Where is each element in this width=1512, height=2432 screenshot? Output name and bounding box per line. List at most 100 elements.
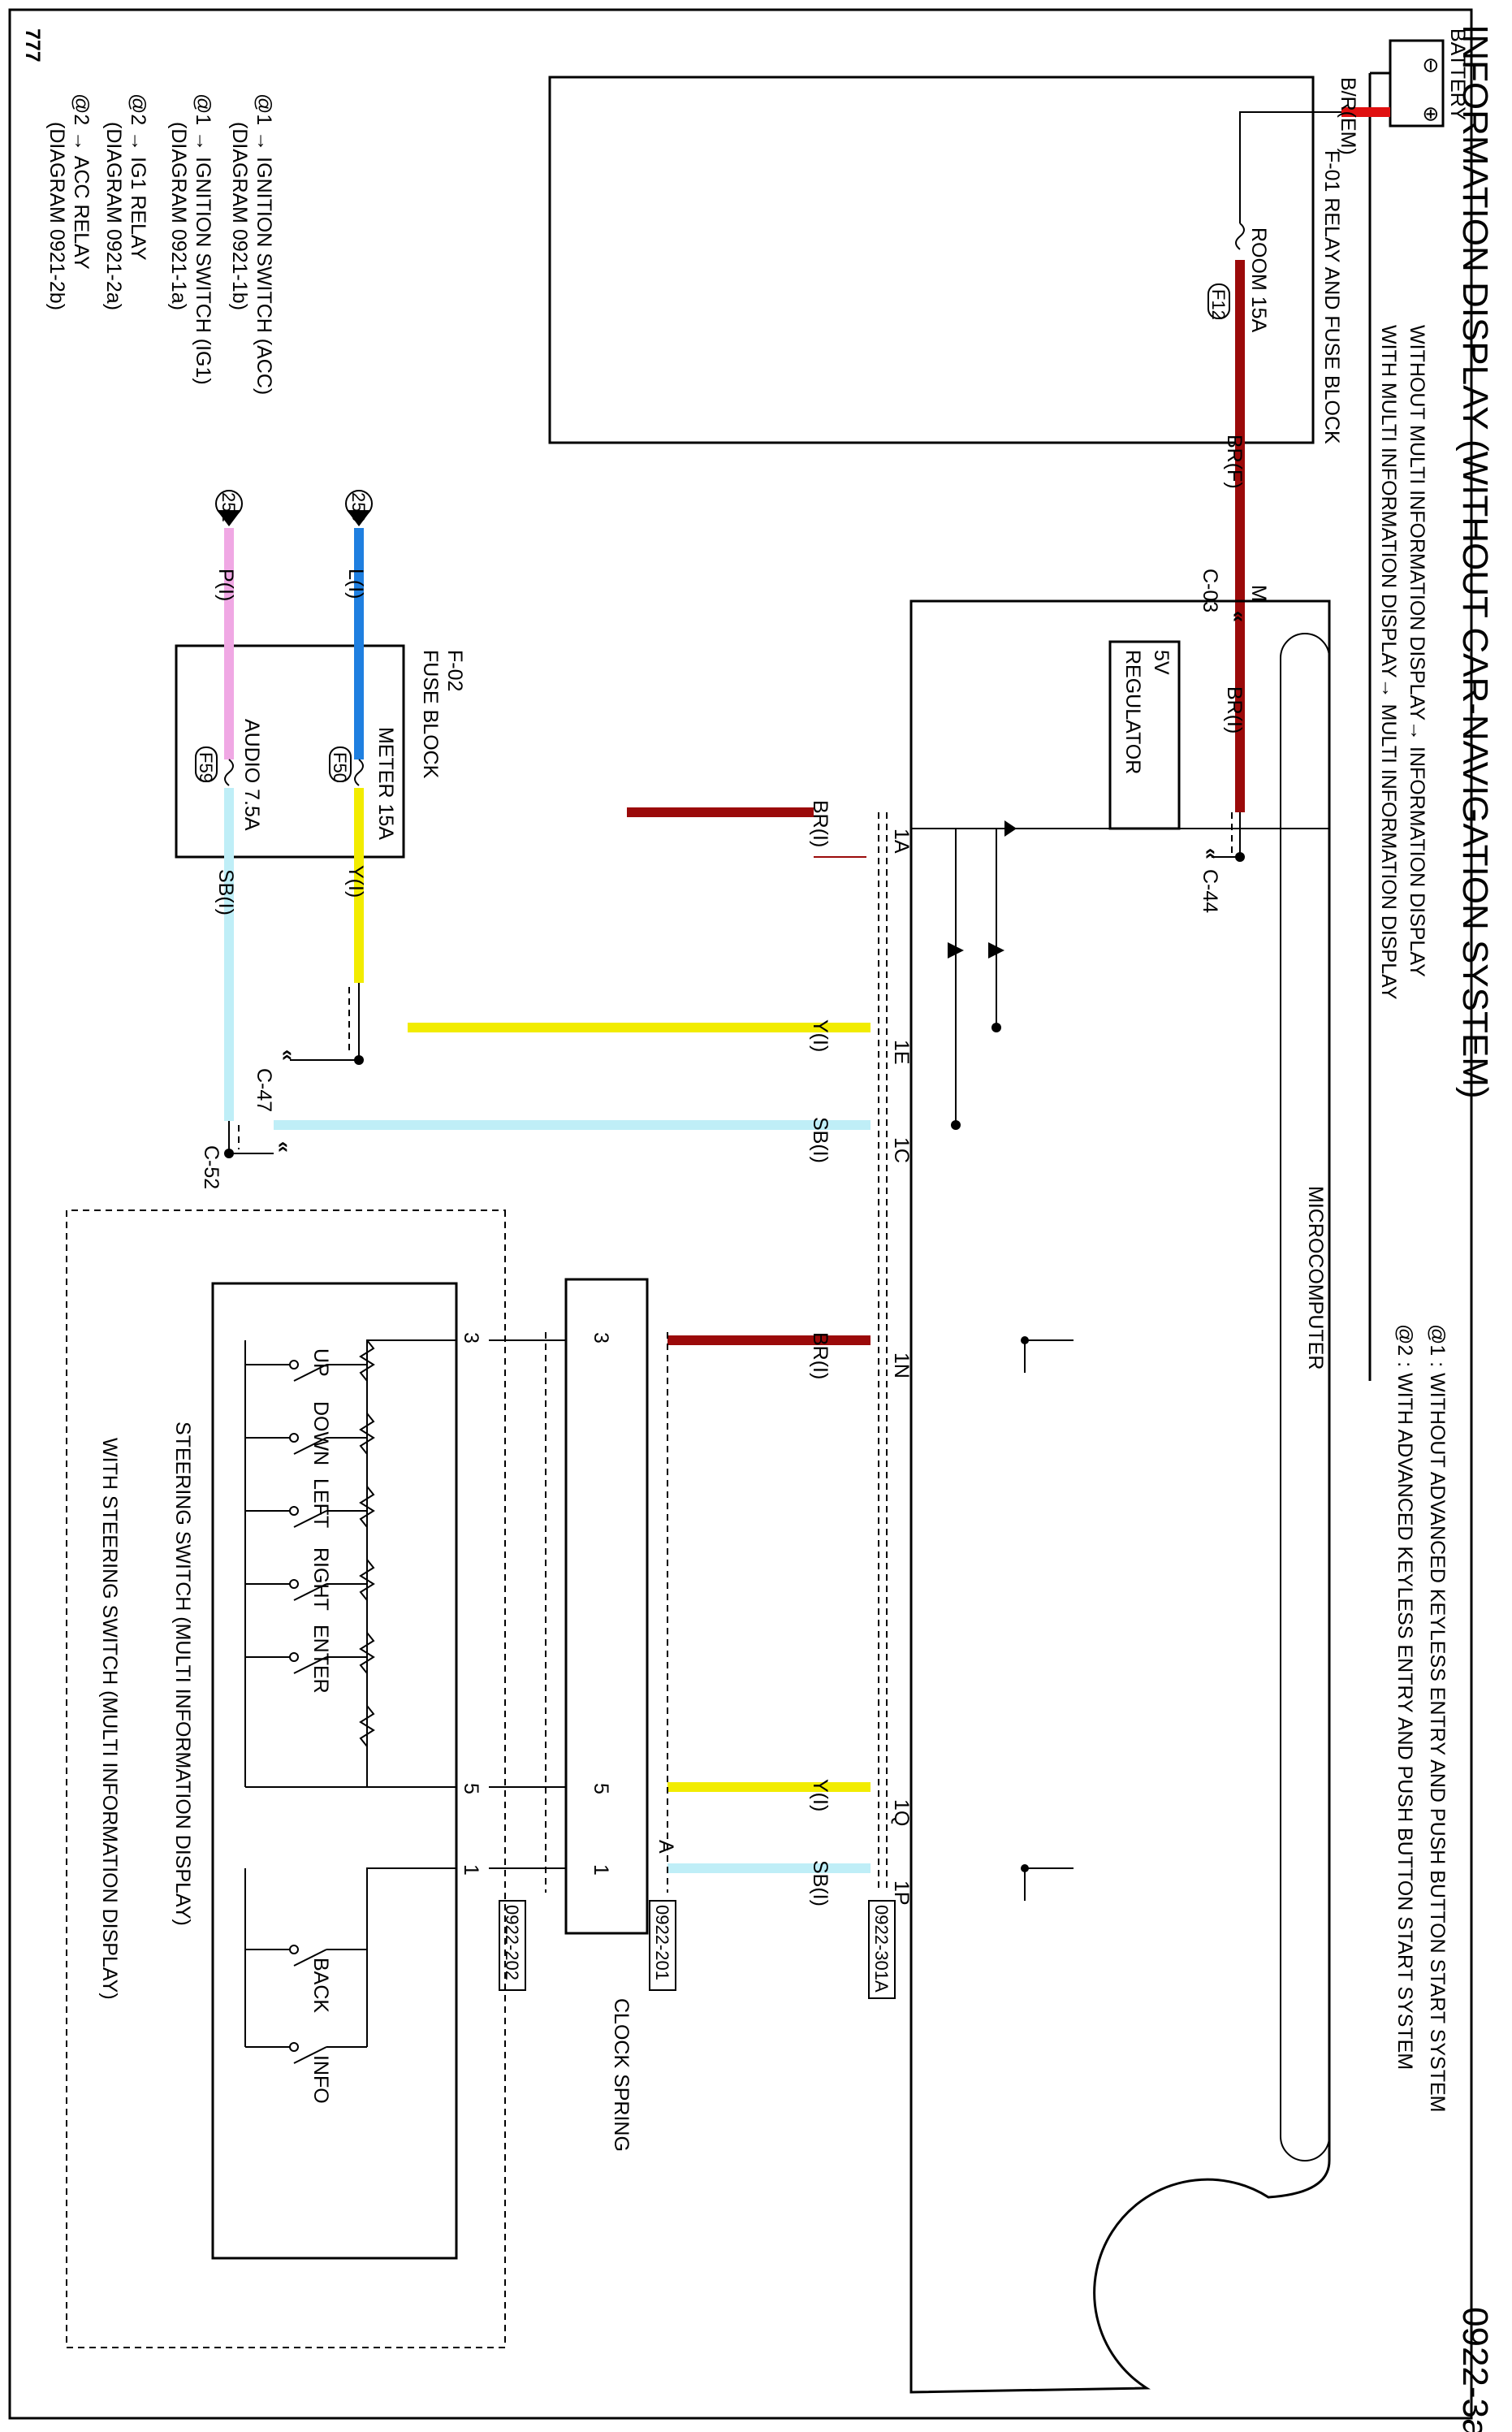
c52-label: C-52 bbox=[200, 1145, 222, 1189]
svg-text:UP: UP bbox=[309, 1348, 332, 1377]
ref-2-line1: @2 → IG1 RELAY bbox=[127, 93, 149, 261]
switch-down: DOWN bbox=[245, 1401, 367, 1465]
room-fuse-symbol bbox=[1235, 223, 1245, 250]
steering-connector-tag bbox=[499, 1900, 526, 1991]
pin-1n: 1N bbox=[890, 1352, 913, 1378]
svg-text:DOWN: DOWN bbox=[309, 1401, 332, 1465]
switch-back: BACK bbox=[245, 1945, 367, 2013]
diode-2 bbox=[988, 942, 1004, 959]
svg-text:SB(I): SB(I) bbox=[809, 1860, 832, 1906]
svg-text:INFO: INFO bbox=[309, 2055, 332, 2104]
ref-4-line1: @2 → ACC RELAY bbox=[70, 93, 93, 270]
switch-left: LEFT bbox=[245, 1478, 367, 1528]
svg-text:«: « bbox=[273, 1141, 296, 1153]
clock-pin-5: 5 bbox=[590, 1783, 612, 1794]
svg-text:Y(I): Y(I) bbox=[809, 1019, 832, 1052]
legend-2: @2 : WITH ADVANCED KEYLESS ENTRY AND PUS… bbox=[1393, 1324, 1416, 2070]
relay-fuse-block bbox=[548, 76, 1315, 444]
fuse-block-label-1: F-02 bbox=[443, 650, 466, 691]
fuse-block-f02 bbox=[175, 644, 405, 859]
svg-text:SB(I): SB(I) bbox=[809, 1117, 832, 1163]
battery-symbol bbox=[1389, 39, 1445, 128]
display-connector-tag bbox=[868, 1900, 896, 1999]
meter-fuse-symbol bbox=[354, 759, 364, 786]
pin-1e: 1E bbox=[890, 1040, 913, 1065]
steering-pin-5: 5 bbox=[460, 1783, 482, 1794]
ref-3-line1: @1 → IGNITION SWITCH (ACC) bbox=[253, 93, 275, 395]
clock-spring-label: CLOCK SPRING bbox=[610, 1998, 633, 2152]
svg-text:«: « bbox=[277, 1049, 300, 1061]
room-fuse-label: ROOM 15A bbox=[1247, 227, 1270, 333]
audio-fuse-symbol bbox=[224, 759, 234, 786]
display-unit-outline bbox=[909, 599, 1331, 2394]
diode-1 bbox=[1004, 820, 1017, 837]
svg-text:Y(I): Y(I) bbox=[809, 1779, 832, 1811]
svg-text:ENTER: ENTER bbox=[309, 1625, 332, 1694]
pin-1a: 1A bbox=[890, 829, 913, 854]
note-1: WITHOUT MULTI INFORMATION DISPLAY→ INFOR… bbox=[1406, 325, 1428, 977]
battery-label: BATTERY bbox=[1446, 28, 1469, 120]
svg-text:L(I): L(I) bbox=[344, 569, 367, 599]
diode-3 bbox=[948, 942, 964, 959]
legend-1: @1 : WITHOUT ADVANCED KEYLESS ENTRY AND … bbox=[1426, 1324, 1449, 2113]
c44-label: C-44 bbox=[1199, 869, 1221, 913]
page-code: 0922-3a bbox=[1455, 2307, 1495, 2432]
pin-1q: 1Q bbox=[890, 1799, 913, 1826]
steering-switch-label: STEERING SWITCH (MULTI INFORMATION DISPL… bbox=[171, 1422, 194, 1926]
switch-up: UP bbox=[245, 1348, 367, 1382]
ref-4-line2: (DIAGRAM 0921-2b) bbox=[45, 122, 68, 310]
c03-label: C-03 bbox=[1199, 569, 1221, 612]
microcomputer-label: MICROCOMPUTER bbox=[1304, 1186, 1327, 1370]
fuse-block-label-2: FUSE BLOCK bbox=[419, 650, 442, 779]
svg-text:«: « bbox=[1200, 848, 1223, 859]
switch-info: INFO bbox=[245, 2042, 367, 2104]
clock-spring-box bbox=[564, 1278, 649, 1935]
battery-plus: ⊕ bbox=[1419, 106, 1442, 123]
svg-text:F59: F59 bbox=[196, 752, 216, 783]
microcomputer-box bbox=[1280, 633, 1330, 2162]
svg-text:RIGHT: RIGHT bbox=[309, 1547, 332, 1611]
svg-text:Y(I): Y(I) bbox=[344, 865, 367, 898]
relay-fuse-block-label: F-01 RELAY AND FUSE BLOCK bbox=[1320, 150, 1343, 444]
steering-pin-1: 1 bbox=[460, 1864, 482, 1876]
svg-text:0922-301A: 0922-301A bbox=[871, 1905, 892, 1993]
wire-br-i-top-label: BR(I) bbox=[1223, 686, 1246, 733]
clock-spring-connector-tag bbox=[649, 1900, 676, 1991]
clock-pin-3: 3 bbox=[590, 1332, 612, 1344]
svg-text:SB(I): SB(I) bbox=[214, 869, 237, 915]
room-fuse-tag-text: F12 bbox=[1208, 289, 1229, 320]
svg-text:0922-202: 0922-202 bbox=[502, 1905, 522, 1980]
svg-text:0922-201: 0922-201 bbox=[652, 1905, 672, 1980]
c47-label: C-47 bbox=[253, 1068, 275, 1112]
clock-pin-1: 1 bbox=[590, 1864, 612, 1876]
note-2: WITH MULTI INFORMATION DISPLAY→ MULTI IN… bbox=[1377, 325, 1400, 1000]
audio-fuse-label: AUDIO 7.5A bbox=[240, 719, 263, 831]
pin-1c: 1C bbox=[890, 1137, 913, 1163]
with-steering-switch-label: WITH STEERING SWITCH (MULTI INFORMATION … bbox=[98, 1438, 121, 2000]
room-fuse-tag bbox=[1207, 283, 1230, 319]
with-steering-switch-outline bbox=[66, 1210, 506, 2348]
switch-right: RIGHT bbox=[245, 1547, 367, 1611]
wire-br-f-label: BR(F) bbox=[1223, 435, 1246, 489]
battery-minus: ⊖ bbox=[1419, 57, 1442, 74]
c03-mark: « bbox=[1228, 611, 1251, 622]
ref-2-line2: (DIAGRAM 0921-2a) bbox=[102, 122, 125, 310]
corner-mark: 777 bbox=[21, 28, 44, 63]
m-label: M bbox=[1247, 585, 1270, 602]
ref-1-line2: (DIAGRAM 0921-1a) bbox=[167, 122, 190, 310]
switch-enter: ENTER bbox=[245, 1625, 367, 1694]
pin-a: A bbox=[654, 1840, 677, 1854]
resistor-chain bbox=[359, 1339, 375, 1747]
ref-1-line1: @1 → IGNITION SWITCH (IG1) bbox=[192, 93, 214, 385]
svg-text:BACK: BACK bbox=[309, 1958, 332, 2013]
svg-text:F50: F50 bbox=[330, 752, 350, 783]
regulator-line1: 5V bbox=[1150, 650, 1173, 675]
page-title: INFORMATION DISPLAY (WITHOUT CAR-NAVIGAT… bbox=[1455, 24, 1495, 1099]
svg-text:BR(I): BR(I) bbox=[809, 800, 832, 847]
svg-text:LEFT: LEFT bbox=[309, 1478, 332, 1528]
pin-1p: 1P bbox=[890, 1880, 913, 1906]
battery-wire-label: B/R(EM) bbox=[1337, 77, 1359, 155]
svg-text:P(I): P(I) bbox=[214, 569, 237, 601]
meter-fuse-label: METER 15A bbox=[374, 727, 397, 840]
